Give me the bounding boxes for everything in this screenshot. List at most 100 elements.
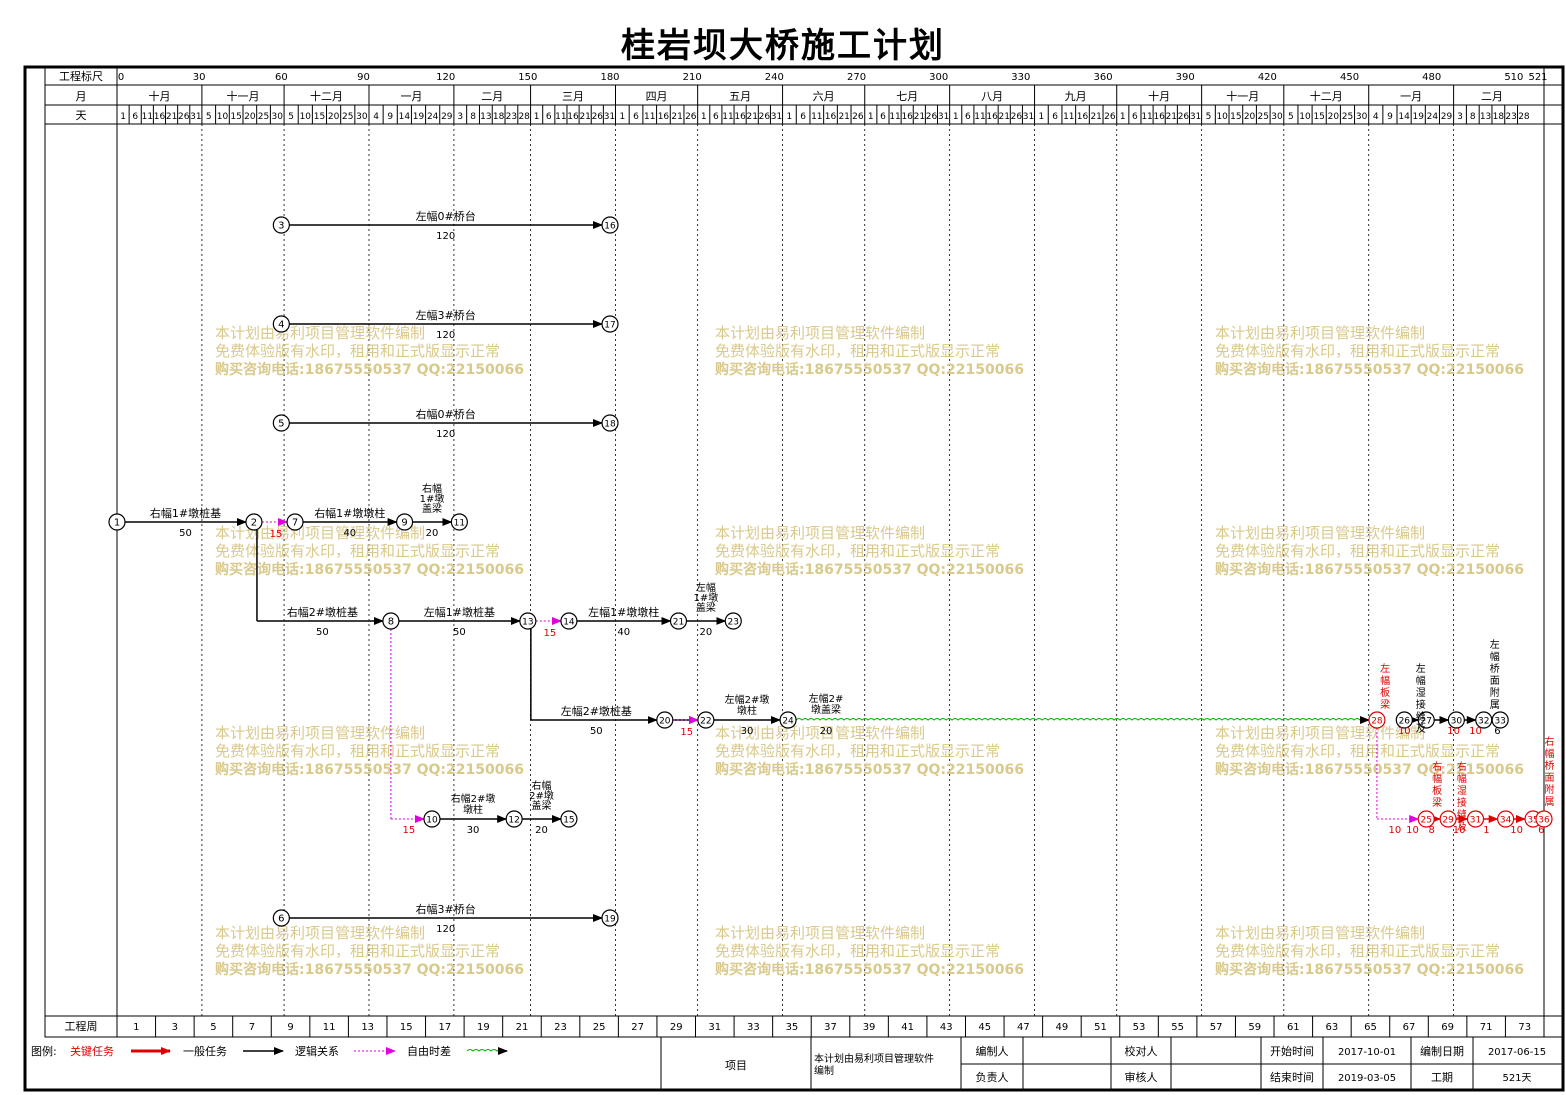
day-label: 25 [1258, 112, 1269, 122]
node-number: 21 [673, 618, 684, 628]
network-node [601, 909, 619, 927]
project-value: 本计划由易利项目管理软件 [814, 1052, 934, 1065]
network-node [1395, 711, 1413, 729]
week-label: 25 [593, 1022, 606, 1033]
day-label: 18 [1493, 112, 1505, 122]
day-label: 9 [387, 112, 393, 122]
watermark-text: 购买咨询电话:18675550537 QQ:22150066 [715, 361, 1024, 378]
end-time-value: 2019-03-05 [1338, 1073, 1396, 1084]
vertical-task-name: 面 [1490, 676, 1500, 687]
task-name: 盖梁 [696, 601, 716, 614]
vertical-task-name: 附 [1544, 783, 1554, 796]
network-node [245, 513, 263, 531]
network-node [1497, 810, 1515, 828]
watermark-text: 本计划由易利项目管理软件编制 [1215, 724, 1425, 742]
network-node [272, 414, 290, 432]
month-label: 六月 [813, 90, 835, 103]
vertical-task-name: 左 [1380, 662, 1390, 675]
task-name: 右幅2#墩 [451, 792, 496, 805]
day-label: 25 [1342, 112, 1353, 122]
day-label: 6 [132, 112, 138, 122]
vertical-task-name: 湿 [1457, 785, 1467, 797]
node-number: 36 [1538, 816, 1550, 826]
scale-header-label: 工程标尺 [59, 69, 103, 83]
task-duration: 50 [179, 528, 192, 539]
week-label: 55 [1171, 1022, 1184, 1033]
day-label: 26 [178, 112, 190, 122]
node-number: 23 [728, 618, 739, 628]
week-label: 63 [1326, 1022, 1339, 1033]
day-label: 29 [441, 112, 453, 122]
node-number: 11 [454, 519, 465, 529]
day-label: 14 [399, 112, 411, 122]
month-label: 四月 [646, 90, 668, 103]
task-duration: 8 [1429, 825, 1435, 836]
day-label: 14 [1398, 112, 1410, 122]
week-label: 51 [1094, 1022, 1107, 1033]
week-label: 29 [670, 1022, 683, 1033]
day-label: 31 [604, 112, 615, 122]
day-label: 6 [633, 112, 639, 122]
week-label: 59 [1248, 1022, 1261, 1033]
node-number: 5 [278, 419, 284, 430]
legend-logic-label: 逻辑关系 [295, 1044, 339, 1058]
network-node [560, 810, 578, 828]
day-label: 1 [1120, 112, 1126, 122]
vertical-task-name: 湿 [1416, 687, 1426, 699]
day-label: 9 [1387, 112, 1393, 122]
task-duration: 50 [316, 627, 329, 638]
node-number: 3 [278, 221, 284, 232]
task-duration: 30 [467, 825, 480, 836]
day-label: 13 [1480, 112, 1491, 122]
vertical-task-name: 板 [1432, 784, 1442, 797]
month-label: 十一月 [1226, 89, 1259, 103]
day-label: 23 [1505, 112, 1516, 122]
legend-critical-label: 关键任务 [70, 1044, 114, 1058]
date-value: 2017-06-15 [1488, 1047, 1546, 1058]
network-node [724, 612, 742, 630]
day-label: 3 [1457, 112, 1463, 122]
week-label: 41 [901, 1022, 914, 1033]
week-label: 1 [133, 1022, 139, 1033]
task-duration: 40 [617, 627, 630, 638]
day-label: 6 [965, 112, 971, 122]
node-number: 32 [1478, 717, 1489, 727]
day-label: 25 [258, 112, 269, 122]
node-number: 26 [1399, 717, 1411, 727]
free-float-wave [795, 718, 1367, 721]
network-node [601, 414, 619, 432]
day-label: 26 [759, 112, 771, 122]
task-duration: 50 [590, 726, 603, 737]
task-name: 墩盖梁 [811, 703, 841, 716]
scale-tick: 360 [1093, 72, 1112, 83]
watermark-text: 购买咨询电话:18675550537 QQ:22150066 [715, 961, 1024, 978]
day-label: 11 [811, 112, 822, 122]
day-label: 15 [230, 112, 241, 122]
month-label: 九月 [1065, 90, 1087, 103]
watermark-text: 免费体验版有水印，租用和正式版显示正常 [1215, 542, 1500, 560]
day-label: 4 [1373, 112, 1379, 122]
network-node [272, 216, 290, 234]
day-label: 10 [217, 112, 229, 122]
node-number: 16 [604, 222, 616, 232]
network-node [601, 315, 619, 333]
week-label: 21 [516, 1022, 529, 1033]
watermark-text: 购买咨询电话:18675550537 QQ:22150066 [1215, 961, 1524, 978]
watermark-text: 购买咨询电话:18675550537 QQ:22150066 [1215, 361, 1524, 378]
watermark-text: 本计划由易利项目管理软件编制 [215, 924, 425, 942]
task-name: 左幅1#墩墩柱 [588, 605, 659, 619]
watermark-text: 免费体验版有水印，租用和正式版显示正常 [215, 542, 500, 560]
vertical-task-name: 右 [1544, 735, 1554, 748]
week-header-label: 工程周 [65, 1020, 98, 1033]
day-label: 26 [1104, 112, 1116, 122]
network-node [272, 315, 290, 333]
task-name: 盖梁 [532, 799, 552, 812]
task-duration: 10 [1398, 726, 1411, 737]
day-label: 11 [555, 112, 566, 122]
day-label: 1 [701, 112, 707, 122]
network-node [656, 711, 674, 729]
day-label: 16 [986, 112, 998, 122]
day-label: 21 [671, 112, 682, 122]
legend-label: 图例: [31, 1044, 57, 1058]
scale-tick: 180 [600, 72, 619, 83]
